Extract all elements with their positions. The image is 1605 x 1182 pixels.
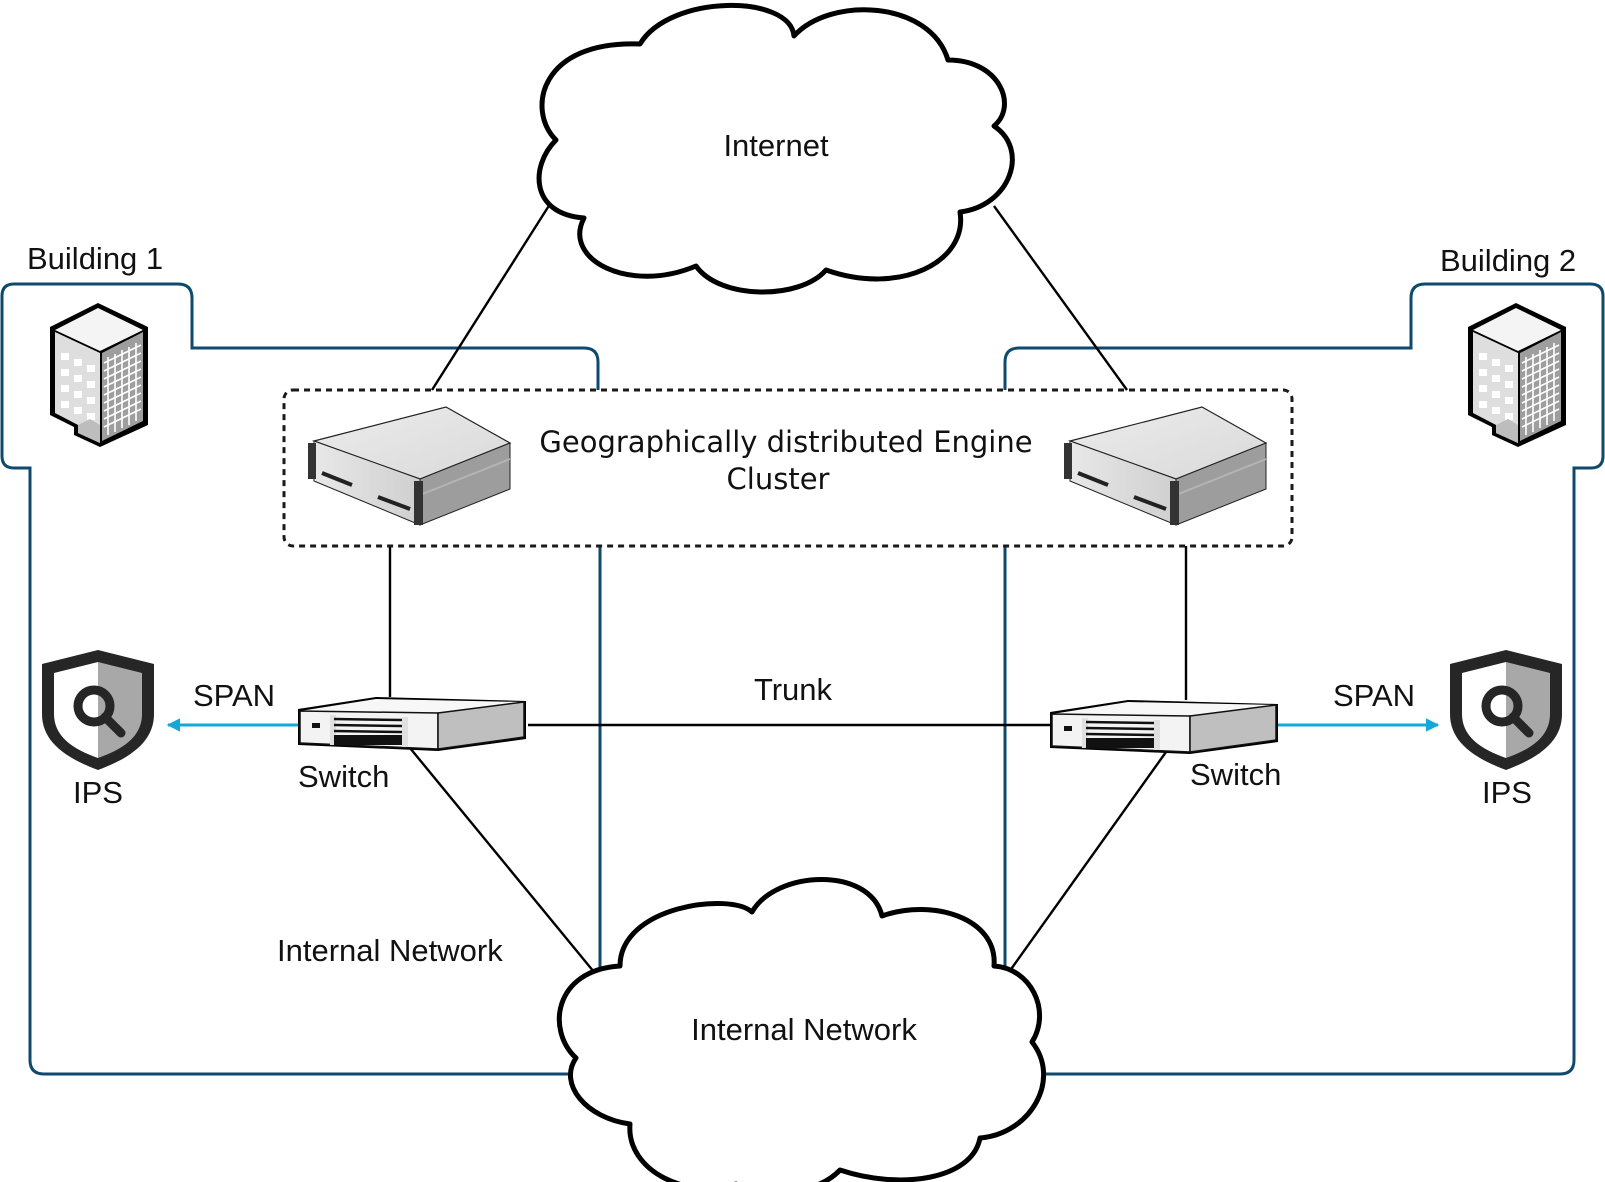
internal-network-cloud-label: Internal Network bbox=[691, 1012, 917, 1047]
ips-right-label: IPS bbox=[1482, 775, 1532, 810]
building-2-label: Building 2 bbox=[1440, 243, 1576, 278]
engine-cluster-box[interactable] bbox=[282, 388, 1294, 548]
internet-label: Internet bbox=[723, 128, 829, 163]
internal-network-side-label: Internal Network bbox=[277, 933, 503, 968]
building-2-boundary bbox=[1003, 282, 1605, 1076]
engine-server-right-icon[interactable] bbox=[1062, 405, 1268, 527]
link-switch-right-internal bbox=[1008, 751, 1167, 973]
switch-left-label: Switch bbox=[298, 759, 389, 794]
trunk-label: Trunk bbox=[754, 672, 833, 707]
ips-left-shield-search-icon[interactable] bbox=[42, 650, 154, 770]
building-1-label: Building 1 bbox=[27, 241, 163, 276]
span-right-label: SPAN bbox=[1333, 678, 1415, 713]
switch-right-icon[interactable] bbox=[1048, 698, 1280, 756]
building-1-boundary bbox=[0, 282, 600, 1076]
link-internet-engine-left bbox=[430, 203, 552, 391]
ips-left-label: IPS bbox=[73, 775, 123, 810]
building-2-icon[interactable] bbox=[1467, 302, 1567, 448]
internet-cloud-icon[interactable] bbox=[536, 2, 1015, 295]
span-left-label: SPAN bbox=[193, 678, 275, 713]
engine-server-left-icon[interactable] bbox=[306, 405, 512, 527]
internal-network-cloud-icon[interactable] bbox=[556, 877, 1046, 1182]
link-switch-left-internal bbox=[409, 747, 595, 973]
link-internet-engine-right bbox=[993, 205, 1128, 391]
building-1-icon[interactable] bbox=[49, 302, 149, 448]
cluster-label-line1: Geographically distributed Engine bbox=[539, 425, 1032, 459]
cluster-label-line2: Cluster bbox=[727, 462, 830, 496]
switch-left-icon[interactable] bbox=[296, 695, 528, 753]
ips-right-shield-search-icon[interactable] bbox=[1450, 650, 1562, 770]
switch-right-label: Switch bbox=[1190, 757, 1281, 792]
